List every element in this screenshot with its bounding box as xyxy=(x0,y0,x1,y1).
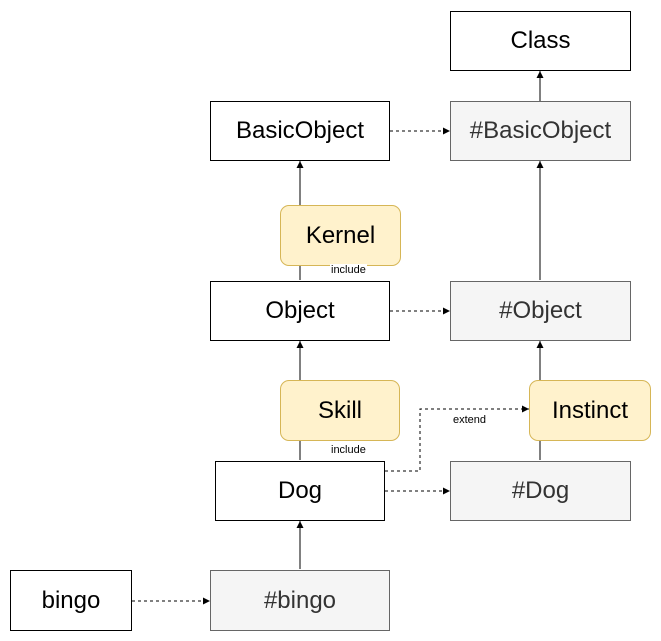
meta-basic-object-label: #BasicObject xyxy=(469,117,612,144)
kernel-label: Kernel xyxy=(305,221,376,249)
bingo-node[interactable]: bingo xyxy=(10,570,132,631)
kernel-module-node[interactable]: Kernel xyxy=(280,205,401,266)
meta-basic-object-node[interactable]: #BasicObject xyxy=(450,101,631,161)
instinct-label: Instinct xyxy=(551,396,629,424)
instinct-extend-label: extend xyxy=(452,414,488,427)
meta-dog-label: #Dog xyxy=(511,477,570,504)
skill-module-node[interactable]: Skill xyxy=(280,380,400,441)
meta-dog-node[interactable]: #Dog xyxy=(450,461,631,521)
basic-object-node[interactable]: BasicObject xyxy=(210,101,390,161)
instinct-module-node[interactable]: Instinct xyxy=(529,380,651,441)
meta-bingo-node[interactable]: #bingo xyxy=(210,570,390,631)
class-node[interactable]: Class xyxy=(450,11,631,71)
edge-dog-extend-instinct xyxy=(385,405,529,472)
basic-object-label: BasicObject xyxy=(235,117,365,144)
object-node[interactable]: Object xyxy=(210,281,390,341)
object-label: Object xyxy=(265,297,335,324)
kernel-include-label: include xyxy=(330,264,367,277)
skill-label: Skill xyxy=(317,396,362,424)
skill-include-label: include xyxy=(330,444,367,457)
meta-object-label: #Object xyxy=(499,297,582,324)
bingo-label: bingo xyxy=(41,586,101,614)
dog-node[interactable]: Dog xyxy=(215,461,385,521)
meta-object-node[interactable]: #Object xyxy=(450,281,631,341)
meta-bingo-label: #bingo xyxy=(263,586,337,614)
dog-label: Dog xyxy=(277,477,323,504)
class-node-label: Class xyxy=(510,27,571,54)
